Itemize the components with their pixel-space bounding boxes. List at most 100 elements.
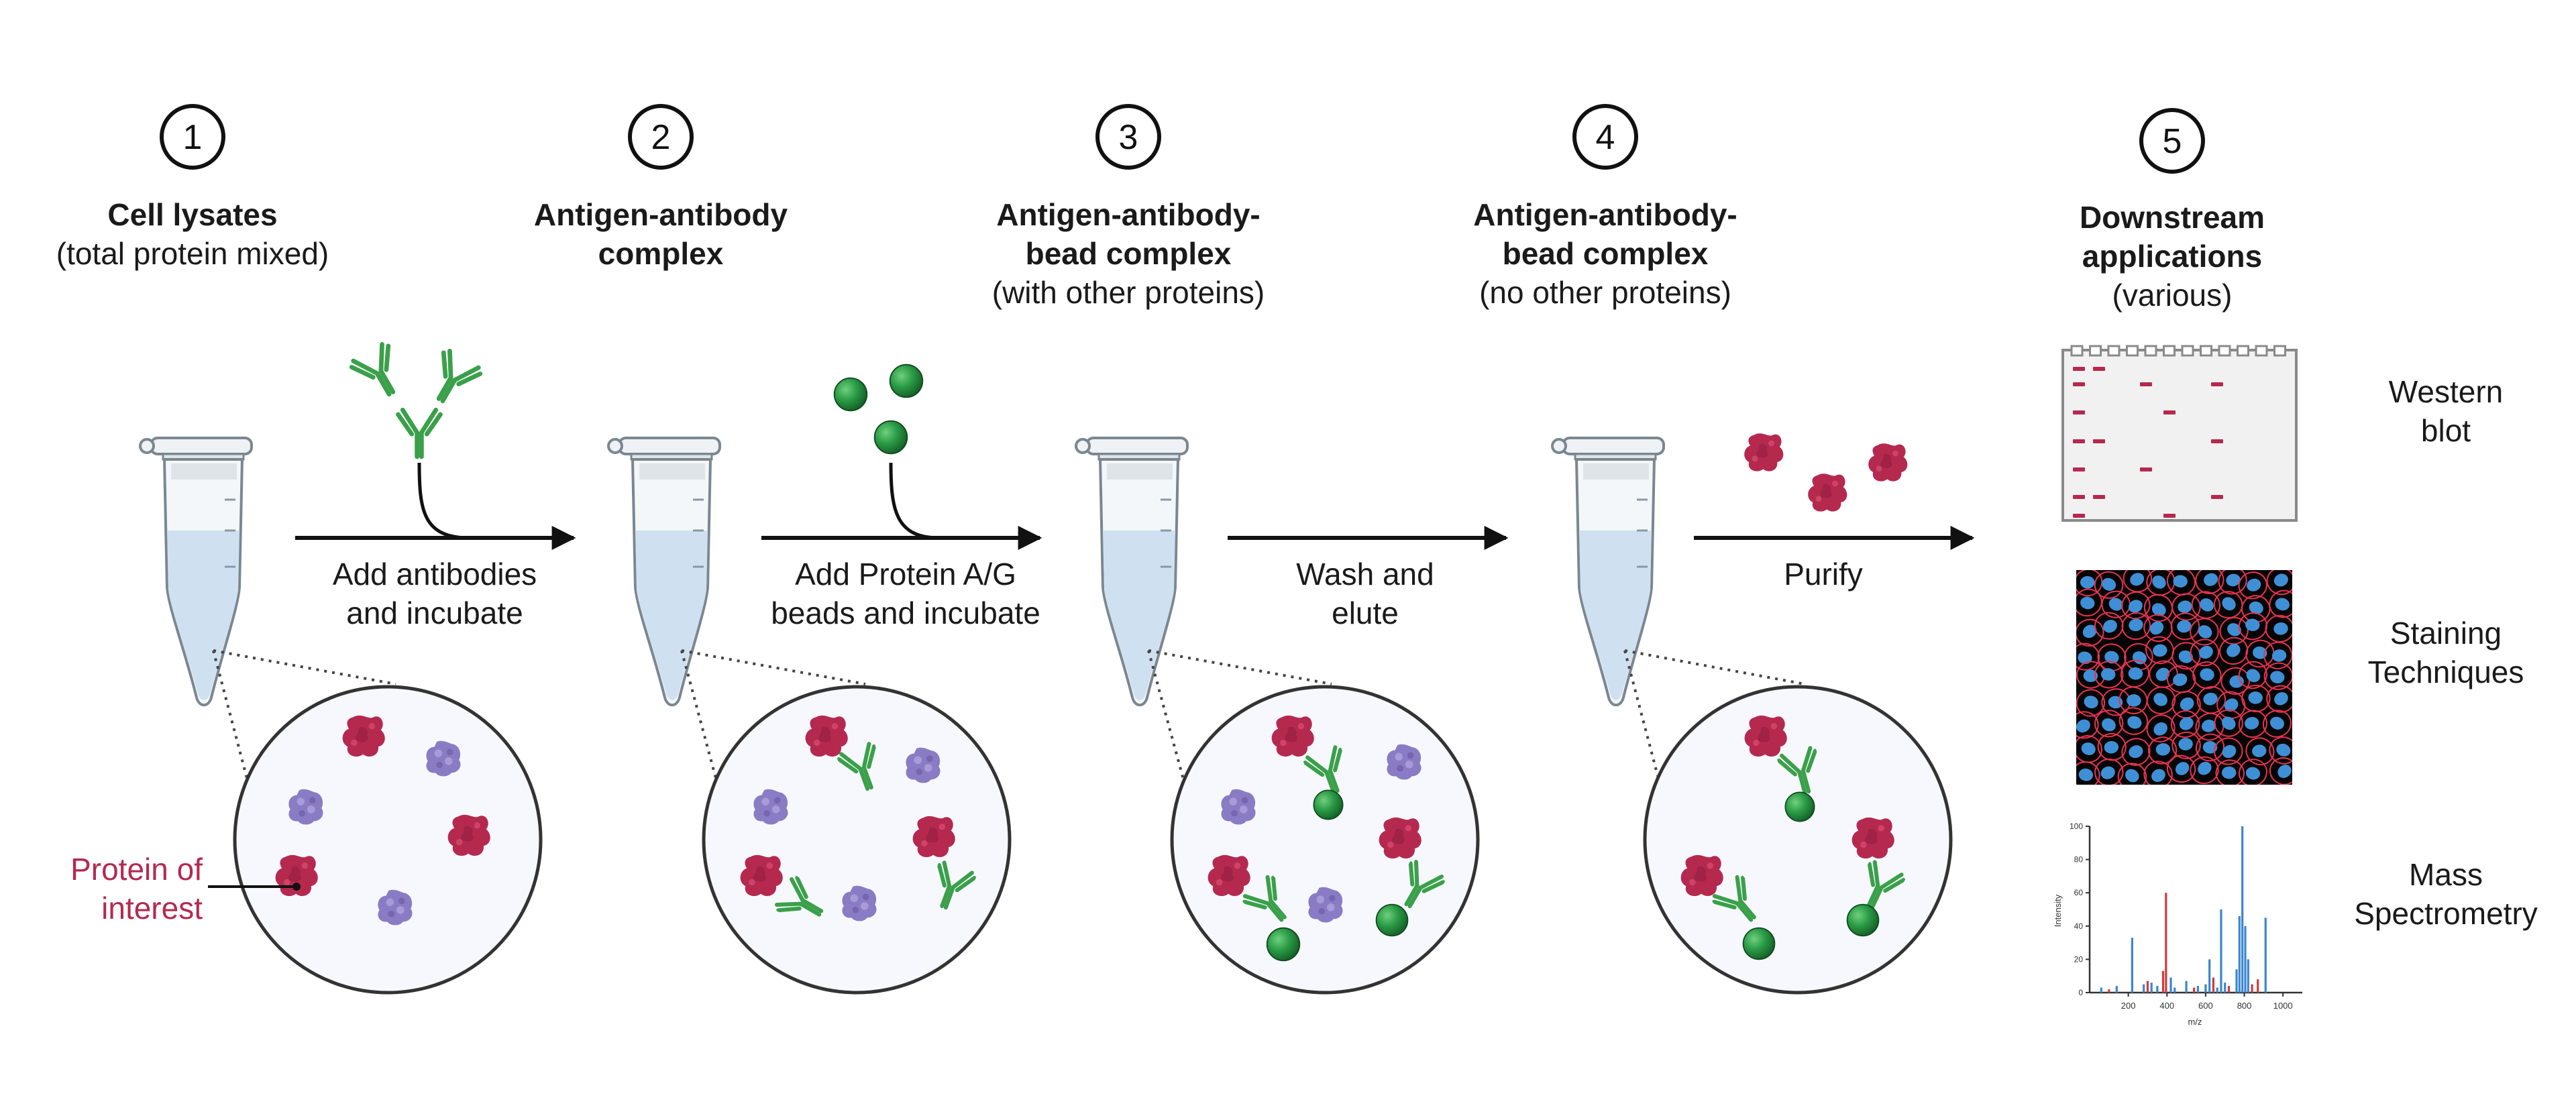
cell-nucleus xyxy=(2245,618,2260,632)
cell-nucleus xyxy=(2102,577,2116,591)
cell-nucleus xyxy=(2198,761,2212,775)
ms-y-tick-label: 100 xyxy=(2070,822,2083,831)
cell-nucleus xyxy=(2273,622,2288,635)
cell-membrane xyxy=(2143,761,2173,785)
cell-nucleus xyxy=(2274,692,2288,706)
cell-membrane xyxy=(2120,659,2149,688)
blot-band xyxy=(2093,495,2105,499)
ms-peak xyxy=(2224,983,2226,993)
cell-nucleus xyxy=(2277,765,2292,778)
ms-y-tick-label: 80 xyxy=(2074,855,2084,864)
cell-membrane xyxy=(2076,618,2104,647)
cell-nucleus xyxy=(2125,769,2139,783)
cell-membrane xyxy=(2214,709,2243,737)
tube-icon xyxy=(1551,437,1665,707)
step-number-circle xyxy=(628,104,694,170)
step-title: Antigen-antibody- xyxy=(1473,197,1737,232)
cell-nucleus xyxy=(2175,762,2190,775)
ms-x-tick-label: 600 xyxy=(2198,1001,2213,1011)
cell-membrane xyxy=(2195,733,2224,762)
blot-band xyxy=(2093,367,2105,371)
cell-membrane xyxy=(2121,591,2151,620)
add-line xyxy=(417,462,470,540)
cell-membrane xyxy=(2166,665,2196,693)
cell-membrane xyxy=(2147,736,2178,765)
step-title: Antigen-antibody- xyxy=(996,197,1260,232)
blot-band xyxy=(2211,495,2223,499)
ms-peak xyxy=(2143,984,2145,993)
step-number-circle xyxy=(160,104,225,170)
bead-icon xyxy=(1742,927,1776,960)
cell-membrane xyxy=(2171,731,2201,760)
application-label: Mass xyxy=(2409,857,2483,892)
blot-band xyxy=(2073,514,2085,518)
arrow-label-line2: beads and incubate xyxy=(771,596,1040,630)
ms-xlabel: m/z xyxy=(2188,1017,2202,1027)
cell-membrane xyxy=(2118,707,2149,735)
cell-nucleus xyxy=(2179,717,2194,730)
cell-nucleus xyxy=(2246,669,2261,683)
cell-membrane xyxy=(2190,618,2219,646)
cell-nucleus xyxy=(2227,623,2241,636)
step-number: 2 xyxy=(651,118,671,157)
zoom-circle xyxy=(233,685,543,995)
ms-x-tick-label: 1000 xyxy=(2273,1001,2293,1011)
blot-band xyxy=(2073,410,2085,414)
cell-membrane xyxy=(2147,686,2176,714)
cell-nucleus xyxy=(2104,740,2119,754)
cell-membrane xyxy=(2219,636,2249,665)
cell-nucleus xyxy=(2155,667,2170,681)
blot-band xyxy=(2073,439,2085,443)
cell-nucleus xyxy=(2180,697,2194,711)
cell-membrane xyxy=(2238,571,2267,600)
cell-nucleus xyxy=(2245,716,2259,730)
cell-membrane xyxy=(2241,684,2271,712)
ms-y-tick-label: 40 xyxy=(2074,922,2084,931)
ms-peak xyxy=(2241,826,2244,993)
cell-membrane xyxy=(2269,757,2292,785)
cell-nucleus xyxy=(2201,720,2216,732)
step-number-circle xyxy=(2139,108,2205,174)
ms-x-tick-label: 200 xyxy=(2121,1001,2136,1011)
blot-band xyxy=(2140,467,2152,471)
bead-icon xyxy=(1846,903,1880,937)
cell-nucleus xyxy=(2151,769,2165,782)
cell-membrane xyxy=(2076,588,2102,617)
cell-nucleus xyxy=(2128,667,2143,680)
cell-nucleus xyxy=(2078,768,2094,781)
cell-membrane xyxy=(2121,738,2151,766)
cell-membrane xyxy=(2076,711,2099,739)
cell-nucleus xyxy=(2102,718,2116,732)
application-label: Western xyxy=(2389,374,2503,409)
blot-band xyxy=(2163,514,2176,518)
cell-nucleus xyxy=(2100,766,2115,779)
arrow-step-2-3: Add Protein A/G beads and incubate xyxy=(761,364,1042,630)
application-label: Staining xyxy=(2390,616,2502,651)
cell-nucleus xyxy=(2203,692,2218,706)
bead-icon xyxy=(1784,791,1815,822)
cell-membrane xyxy=(2076,761,2100,785)
cell-membrane xyxy=(2170,612,2200,640)
cell-membrane xyxy=(2269,736,2292,765)
blot-band xyxy=(2073,495,2085,499)
cell-nucleus xyxy=(2173,575,2188,588)
zoom-circle xyxy=(1170,685,1480,995)
ms-peak xyxy=(2208,959,2211,993)
cell-nucleus xyxy=(2273,573,2288,587)
cell-membrane xyxy=(2076,570,2103,597)
ms-peak xyxy=(2185,981,2188,993)
cell-nucleus xyxy=(2127,716,2142,729)
zoom-circle-3 xyxy=(1147,649,1480,995)
cell-nucleus xyxy=(2080,576,2095,589)
ms-peak xyxy=(2165,893,2167,993)
antibody-icon xyxy=(350,342,409,404)
step-number: 3 xyxy=(1119,118,1138,157)
western-blot-panel xyxy=(2061,345,2298,522)
cell-nucleus xyxy=(2200,668,2214,681)
ms-y-tick-label: 0 xyxy=(2078,988,2083,997)
cell-membrane xyxy=(2195,570,2224,594)
protein-of-interest-callout: Protein of interest xyxy=(70,852,203,926)
protein-of-interest-icon xyxy=(1868,443,1908,482)
cell-membrane xyxy=(2146,570,2176,596)
